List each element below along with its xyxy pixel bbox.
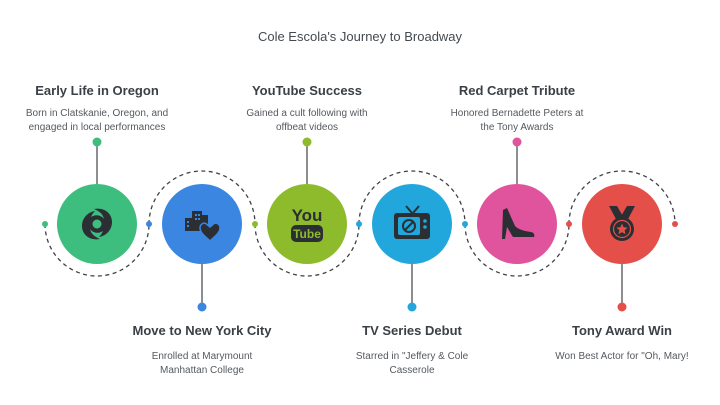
youtube-icon: You Tube xyxy=(291,206,323,242)
step-label-new-york: Move to New York City Enrolled at Marymo… xyxy=(107,323,297,378)
step-description: Enrolled at Marymount Manhattan College xyxy=(151,351,253,376)
high-heel-icon xyxy=(502,208,535,239)
step-title: Move to New York City xyxy=(132,323,272,338)
step-title: Tony Award Win xyxy=(571,323,673,338)
stem-dot xyxy=(407,302,417,312)
connector-dot xyxy=(462,221,468,227)
step-description: Won Best Actor for "Oh, Mary! xyxy=(555,351,689,362)
medal-icon xyxy=(609,206,635,241)
step-label-early-life: Early Life in Oregon Born in Clatskanie,… xyxy=(2,83,192,135)
timeline-connector xyxy=(44,170,676,277)
hurricane-icon xyxy=(82,208,112,240)
connector-dot xyxy=(566,221,572,227)
step-label-red-carpet: Red Carpet Tribute Honored Bernadette Pe… xyxy=(422,83,612,135)
step-label-tony-award: Tony Award Win Won Best Actor for "Oh, M… xyxy=(527,323,717,364)
step-label-tv-debut: TV Series Debut Starred in "Jeffery & Co… xyxy=(317,323,507,378)
step-title: Red Carpet Tribute xyxy=(458,83,576,98)
stem-dot xyxy=(302,137,312,147)
svg-text:You: You xyxy=(292,206,323,225)
step-circle-red-carpet xyxy=(477,184,557,264)
connector-dot xyxy=(672,221,678,227)
stem-dots xyxy=(92,137,627,312)
step-title: TV Series Debut xyxy=(362,323,462,338)
connector-dot xyxy=(146,221,152,227)
connector-dots xyxy=(42,221,678,227)
stem-dot xyxy=(197,302,207,312)
connector-dot xyxy=(252,221,258,227)
step-description: Born in Clatskanie, Oregon, and engaged … xyxy=(25,108,169,133)
step-description: Honored Bernadette Peters at the Tony Aw… xyxy=(450,108,584,133)
step-title: Early Life in Oregon xyxy=(35,83,159,98)
svg-text:Tube: Tube xyxy=(293,227,321,241)
step-label-youtube: YouTube Success Gained a cult following … xyxy=(212,83,402,135)
step-title: YouTube Success xyxy=(251,83,363,98)
stem-dot xyxy=(617,302,627,312)
diagram-title: Cole Escola's Journey to Broadway xyxy=(257,29,463,44)
tv-icon xyxy=(394,205,430,239)
step-circle-youtube xyxy=(267,184,347,264)
stems xyxy=(96,142,623,307)
step-description: Starred in "Jeffery & Cole Casserole xyxy=(355,351,469,376)
stem-dot xyxy=(512,137,522,147)
step-description: Gained a cult following with offbeat vid… xyxy=(246,108,368,133)
city-heart-icon xyxy=(185,211,221,243)
connector-dot xyxy=(356,221,362,227)
connector-dot xyxy=(42,221,48,227)
stem-dot xyxy=(92,137,102,147)
